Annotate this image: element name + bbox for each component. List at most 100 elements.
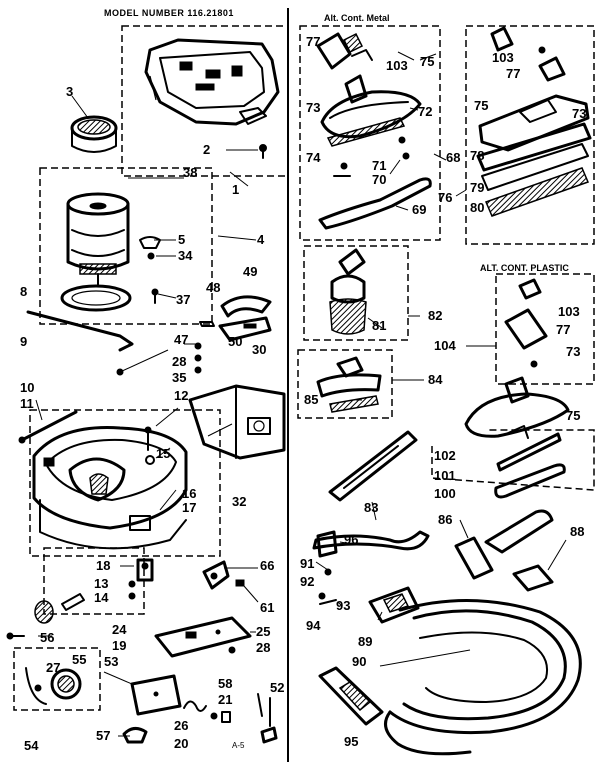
hose-end-95 <box>318 666 384 726</box>
cord-reel-27 <box>25 667 82 705</box>
bracket-5 <box>139 236 161 249</box>
part-label-61: 61 <box>260 600 274 615</box>
upholstery-tool-84 <box>316 356 382 398</box>
switch-18 <box>136 558 154 582</box>
motor-38-illustration <box>66 192 130 287</box>
part-label-96: 96 <box>344 532 358 547</box>
plastic-attachments-box <box>495 273 595 385</box>
pin-48 <box>199 321 215 327</box>
part-label-70: 70 <box>372 172 386 187</box>
part-label-85: 85 <box>304 392 318 407</box>
part-label-4: 4 <box>257 232 265 247</box>
part-label-86: 86 <box>438 512 452 527</box>
nut-35 <box>194 366 202 374</box>
part-label-54: 54 <box>24 738 39 753</box>
part-label-16: 16 <box>182 486 196 501</box>
plug-66 <box>202 560 230 590</box>
part-label-55: 55 <box>72 652 86 667</box>
canister-group-box <box>29 409 221 557</box>
filter-cap-3 <box>70 115 118 153</box>
part-label-49: 49 <box>243 264 257 279</box>
seal-strip-9 <box>26 310 134 352</box>
part-label-88: 88 <box>570 524 584 539</box>
part-label-56: 56 <box>40 630 54 645</box>
metal-attachments-title: Alt. Cont. Metal <box>324 13 390 23</box>
screw-56 <box>6 632 25 640</box>
part-label-28-lower: 28 <box>256 640 270 655</box>
screw-37 <box>151 288 159 304</box>
part-label-2: 2 <box>203 142 210 157</box>
knob-52 <box>260 697 278 744</box>
top-housing-group-box <box>121 25 289 177</box>
part-label-30: 30 <box>252 342 266 357</box>
part-label-8: 8 <box>20 284 27 299</box>
plastic-strips-100-102 <box>494 425 566 499</box>
part-label-57: 57 <box>96 728 110 743</box>
bolt-12-15 <box>144 426 155 465</box>
part-label-9: 9 <box>20 334 27 349</box>
brush-nozzle-75-78-80 <box>476 94 592 217</box>
part-label-58: 58 <box>218 676 232 691</box>
part-label-103-metal: 103 <box>386 58 408 73</box>
part-label-77-brush: 77 <box>506 66 520 81</box>
pin-58 <box>257 693 263 717</box>
part-label-74: 74 <box>306 150 321 165</box>
part-label-75-plastic: 75 <box>566 408 580 423</box>
part-label-78: 78 <box>470 148 484 163</box>
metal-attachments-box <box>299 25 441 241</box>
part-label-101: 101 <box>434 468 456 483</box>
leader-lines <box>35 51 567 737</box>
spring-28 <box>194 354 202 362</box>
part-label-73-metal: 73 <box>306 100 320 115</box>
part-label-34: 34 <box>178 248 193 263</box>
bracket-53 <box>130 674 182 716</box>
hose-90 <box>384 598 582 756</box>
part-label-103-brush: 103 <box>492 50 514 65</box>
part-label-82: 82 <box>428 308 442 323</box>
screw-2 <box>259 144 267 159</box>
brush-nozzle-box <box>465 25 595 245</box>
part-label-5: 5 <box>178 232 185 247</box>
brush-insert-85 <box>329 395 379 413</box>
part-label-13: 13 <box>94 576 108 591</box>
part-label-3: 3 <box>66 84 73 99</box>
part-label-17: 17 <box>182 500 196 515</box>
part-label-10: 10 <box>20 380 34 395</box>
part-label-71: 71 <box>372 158 386 173</box>
dust-bag-30 <box>188 384 286 460</box>
part-label-73-brush: 73 <box>572 106 586 121</box>
screws-92-94 <box>318 568 337 605</box>
part-label-89: 89 <box>358 634 372 649</box>
part-label-94: 94 <box>306 618 321 633</box>
part-label-12: 12 <box>174 388 188 403</box>
part-label-53: 53 <box>104 654 118 669</box>
clip-88 <box>512 564 554 592</box>
washers-13-14 <box>128 580 136 600</box>
part-label-76: 76 <box>438 190 452 205</box>
floor-nozzle-72-74 <box>320 74 422 147</box>
part-label-1: 1 <box>232 182 239 197</box>
hose-coupling-89 <box>368 586 420 624</box>
part-label-91: 91 <box>300 556 314 571</box>
page-code: A-5 <box>232 741 245 750</box>
motor-group-box <box>39 167 213 325</box>
cord-reel-group-box <box>13 647 101 711</box>
part-label-77-metal: 77 <box>306 34 320 49</box>
part-label-32: 32 <box>232 494 246 509</box>
part-label-81: 81 <box>372 318 386 333</box>
part-label-92: 92 <box>300 574 314 589</box>
gasket-ring-8 <box>60 284 132 312</box>
part-label-20: 20 <box>174 736 188 751</box>
part-label-25: 25 <box>256 624 270 639</box>
part-label-37: 37 <box>176 292 190 307</box>
part-label-27: 27 <box>46 660 60 675</box>
part-label-47: 47 <box>174 332 188 347</box>
part-label-83: 83 <box>364 500 378 515</box>
part-label-66: 66 <box>260 558 274 573</box>
part-label-103-plastic: 103 <box>558 304 580 319</box>
part-number-labels: 3 2 1 38 4 5 34 37 49 48 50 30 8 9 47 28… <box>20 34 586 753</box>
wand-extension <box>484 509 554 554</box>
upholstery-tool-box <box>297 349 393 419</box>
part-label-11: 11 <box>20 396 34 411</box>
